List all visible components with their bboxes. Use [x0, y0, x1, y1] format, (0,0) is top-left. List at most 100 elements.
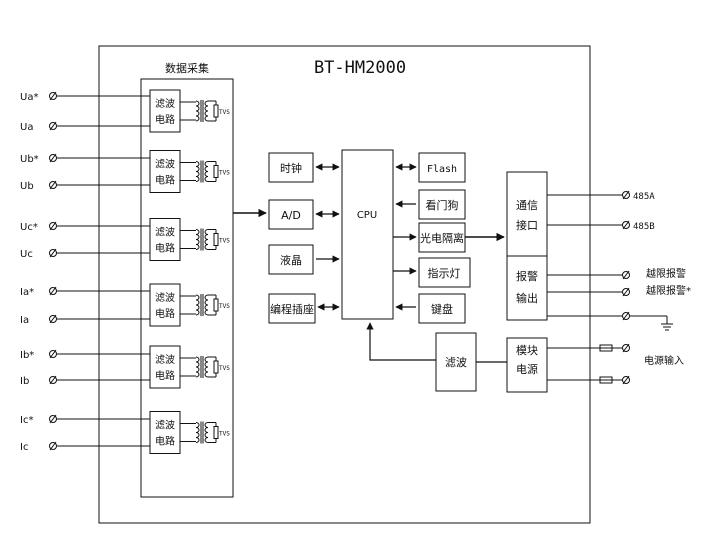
filter-circuit-label: 滤波 [155, 291, 175, 304]
tvs-label: TVS [219, 238, 230, 245]
input-label-star: Ua* [20, 92, 38, 103]
comm-label-2: 接口 [516, 219, 538, 232]
ground-icon [630, 315, 673, 331]
input-terminal-icon [49, 314, 57, 324]
power-terminal-2 [622, 375, 630, 385]
ad-label: A/D [281, 209, 301, 222]
tvs-label: TVS [219, 303, 230, 310]
fuse-icon-1 [599, 344, 613, 352]
psu-block [506, 337, 548, 393]
input-channels: Ua*Ua滤波电路TVSUb*Ub滤波电路TVSUc*Uc滤波电路TVSIa*I… [20, 89, 230, 454]
prog-label: 编程插座 [270, 302, 314, 316]
tvs-icon [213, 360, 219, 374]
input-terminal-icon [49, 441, 57, 451]
transformer-icon [204, 100, 209, 122]
filter-cpu-link [366, 322, 436, 361]
input-terminal-icon [49, 91, 57, 101]
filter-circuit-box [149, 345, 181, 389]
filter-circuit-box [149, 411, 181, 454]
lcd-block [268, 244, 314, 275]
acquisition-title: 数据采集 [165, 61, 209, 75]
acquisition-box [140, 78, 234, 498]
input-label-star: Ia* [20, 287, 34, 298]
input-label: Ic [20, 442, 28, 453]
alarm-common-terminal [622, 311, 630, 321]
comm-label-1: 通信 [516, 199, 538, 212]
transformer-icon [195, 294, 200, 316]
transformer-icon [204, 161, 209, 182]
filter-circuit-label: 电路 [155, 369, 175, 382]
input-terminal-icon [49, 180, 57, 190]
tvs-icon [213, 104, 219, 118]
opto-label: 光电隔离 [420, 231, 464, 245]
rs485b-label: 485B [633, 222, 655, 232]
indicator-label: 指示灯 [428, 266, 461, 280]
input-label-star: Ib* [20, 350, 34, 361]
ad-block [268, 199, 314, 230]
transformer-icon [195, 422, 200, 443]
input-terminal-icon [49, 414, 57, 424]
input-terminal-icon [49, 121, 57, 131]
filter-circuit-label: 电路 [155, 242, 175, 255]
transformer-icon [195, 229, 200, 250]
rs485b-terminal [622, 220, 630, 230]
input-terminal-icon [49, 221, 57, 231]
filter-circuit-box [149, 150, 181, 193]
input-label: Ib [20, 376, 29, 387]
keyboard-label: 键盘 [431, 302, 453, 316]
transformer-icon [195, 100, 200, 122]
clock-block [268, 152, 314, 183]
rs485a-label: 485A [633, 192, 655, 202]
tvs-label: TVS [219, 365, 230, 372]
device-enclosure [98, 45, 591, 524]
input-label: Ub [20, 181, 34, 192]
input-terminal-icon [49, 286, 57, 296]
filter-circuit-label: 电路 [155, 307, 175, 320]
transformer-icon [204, 356, 209, 378]
tvs-icon [213, 298, 219, 312]
flash-label: Flash [427, 164, 457, 175]
tvs-icon [213, 233, 219, 246]
psu-label-1: 模块 [516, 344, 538, 357]
prog-block [268, 293, 316, 324]
filter-circuit-label: 电路 [155, 435, 175, 448]
watchdog-block [418, 189, 466, 220]
power-input-label: 电源输入 [644, 354, 684, 367]
psu-label-2: 电源 [516, 362, 538, 376]
cpu-label: CPU [357, 210, 377, 221]
tvs-icon [213, 165, 219, 178]
fuse-icon-2 [599, 376, 613, 384]
alarm1-terminal [622, 270, 630, 280]
flash-block [418, 152, 466, 183]
lcd-label: 液晶 [280, 253, 302, 267]
tvs-label: TVS [219, 170, 230, 177]
input-terminal-icon [49, 248, 57, 258]
filter-circuit-box [149, 283, 181, 327]
input-label: Uc [20, 249, 33, 260]
indicator-block [418, 257, 471, 288]
keyboard-block [418, 293, 466, 324]
filter-circuit-box [149, 218, 181, 261]
transformer-icon [195, 161, 200, 182]
filter-circuit-label: 滤波 [155, 353, 175, 366]
rs485a-terminal [622, 190, 630, 200]
input-label-star: Ub* [20, 154, 39, 165]
input-terminal-icon [49, 375, 57, 385]
transformer-icon [204, 294, 209, 316]
filter-circuit-box [149, 89, 181, 133]
transformer-icon [204, 229, 209, 250]
filter-label: 滤波 [445, 356, 467, 369]
input-terminal-icon [49, 153, 57, 163]
filter-circuit-label: 滤波 [155, 158, 175, 171]
input-label-star: Uc* [20, 222, 38, 233]
alarm2-terminal [622, 287, 630, 297]
filter-circuit-label: 滤波 [155, 419, 175, 432]
filter-circuit-label: 滤波 [155, 226, 175, 239]
input-terminal-icon [49, 349, 57, 359]
power-terminal-1 [622, 343, 630, 353]
alarm-label-1: 报警 [516, 269, 538, 283]
cpu-block [341, 149, 394, 320]
alarm2-label: 越限报警* [646, 284, 691, 297]
tvs-label: TVS [219, 431, 230, 438]
